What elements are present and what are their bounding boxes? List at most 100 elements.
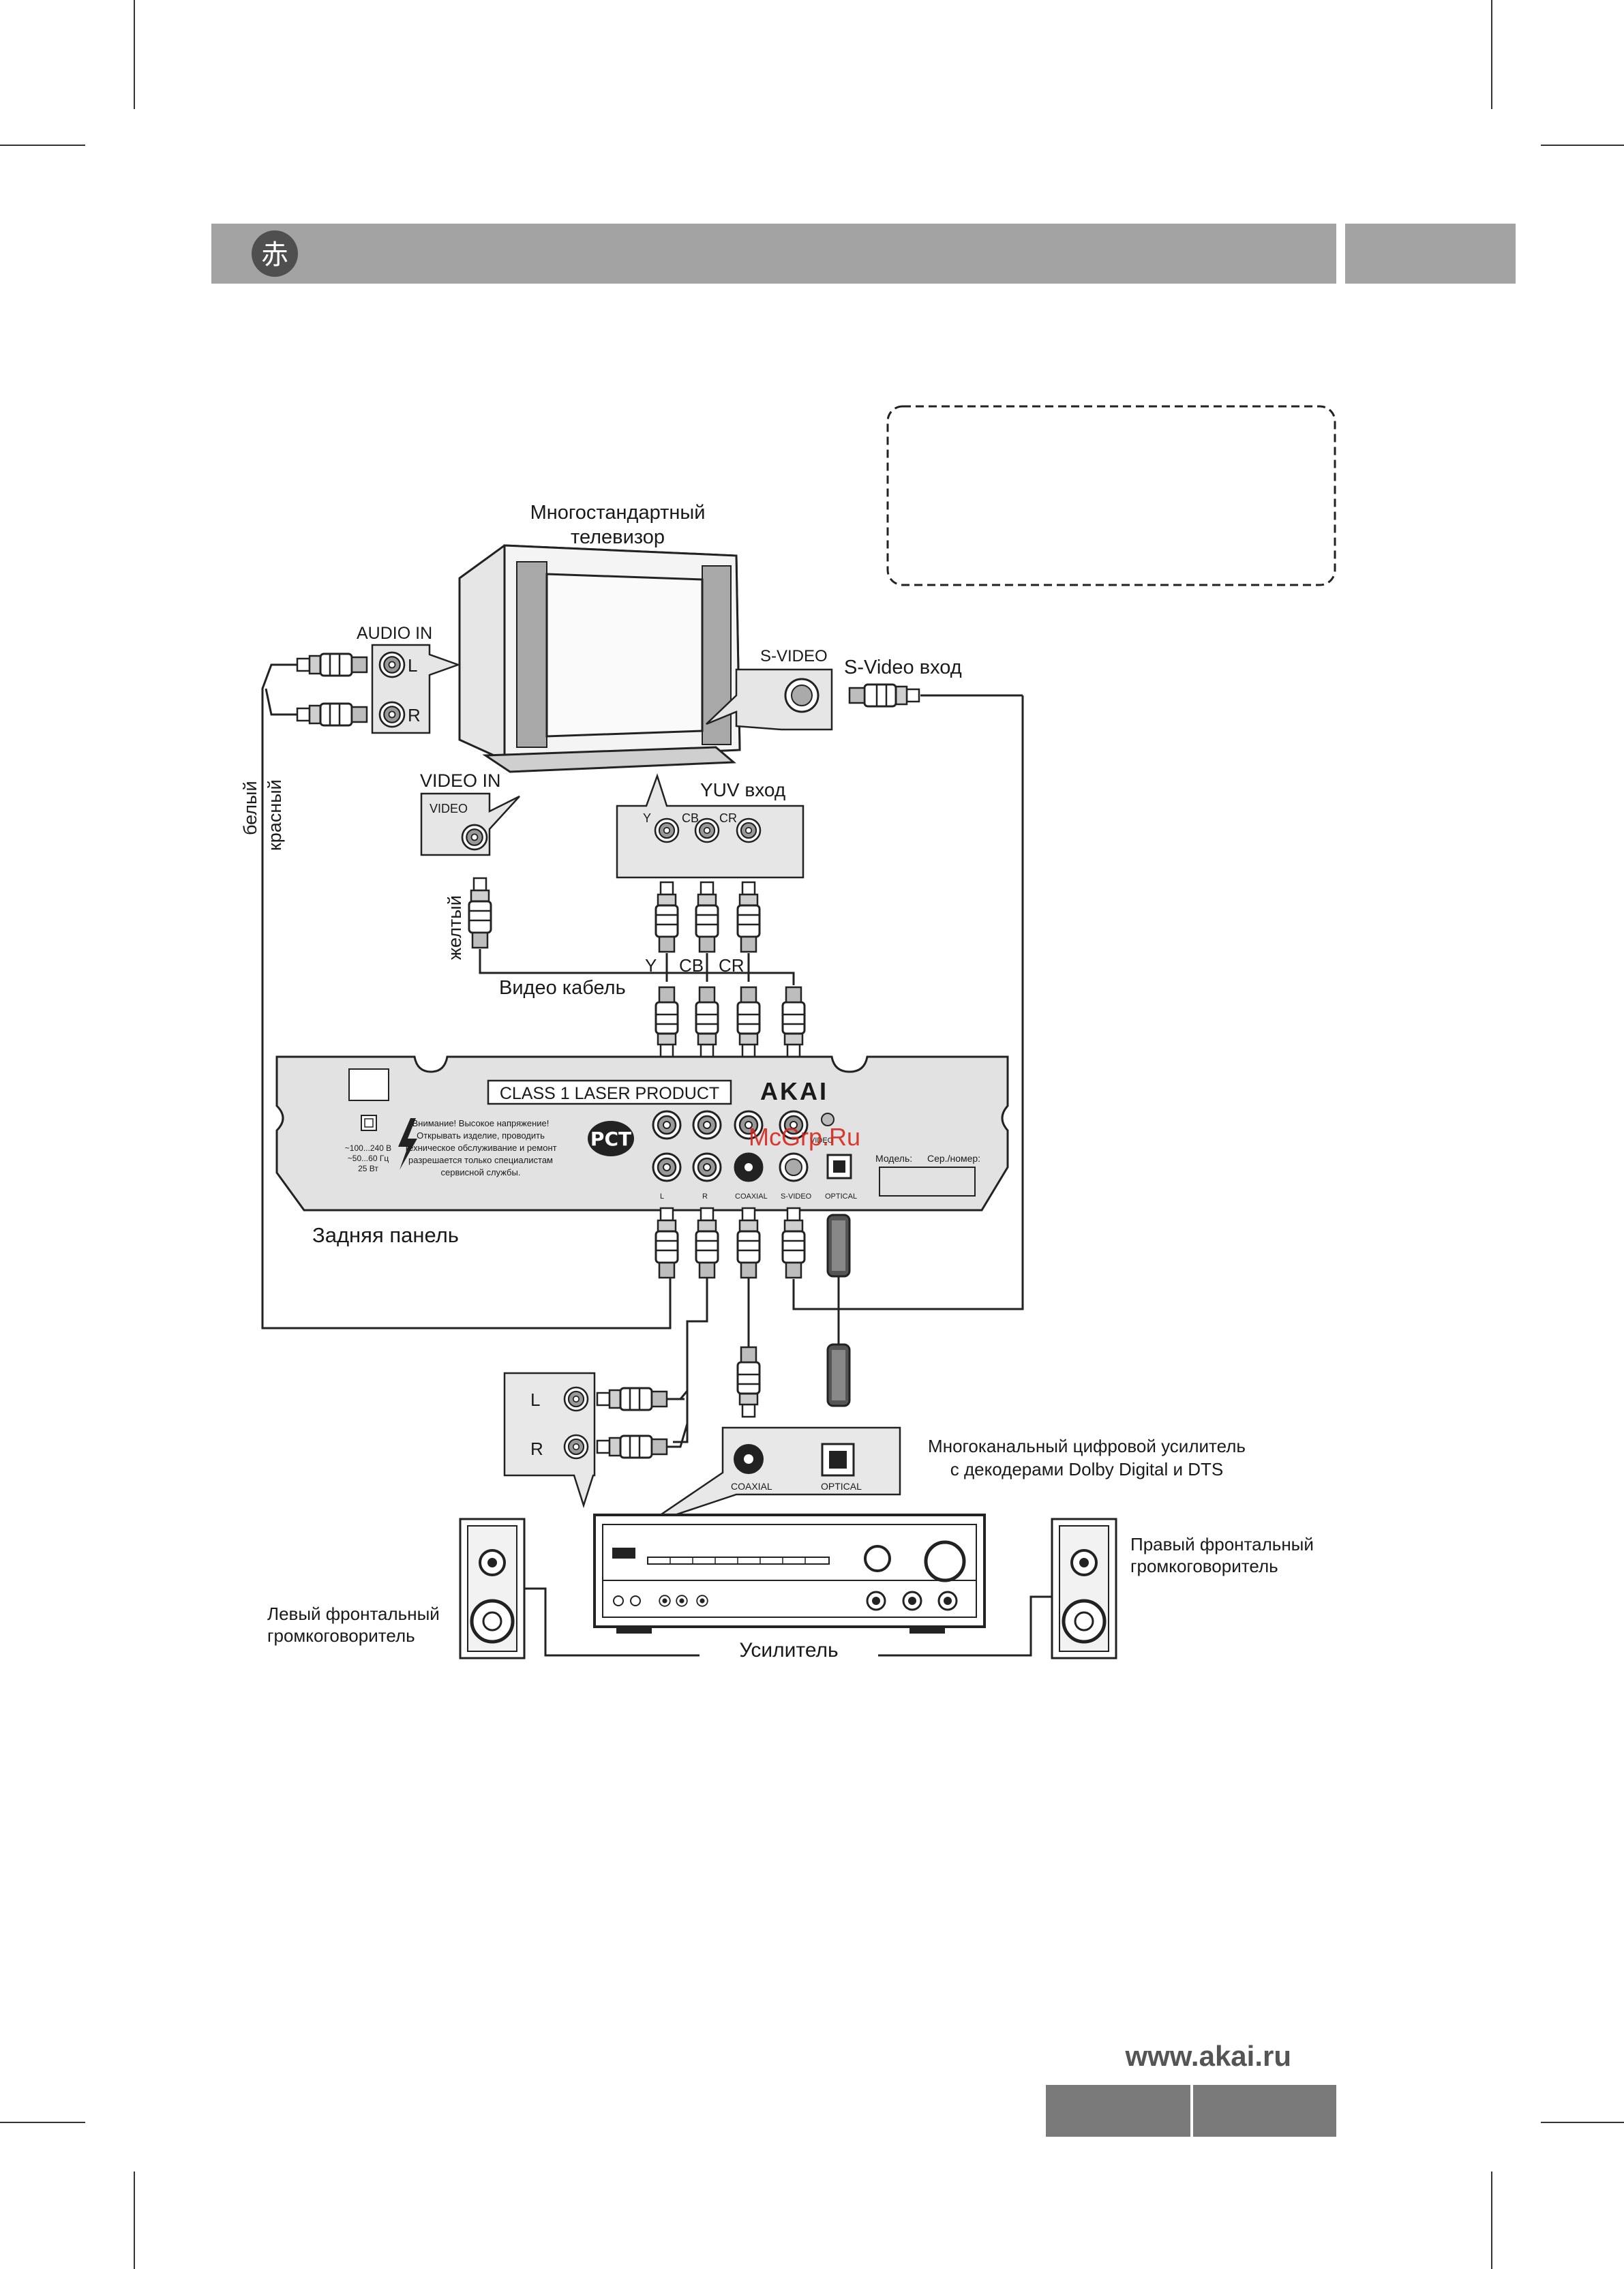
note-box xyxy=(886,405,1336,586)
amp-audio-in: L R xyxy=(503,1372,689,1509)
svg-text:~50...60 Гц: ~50...60 Гц xyxy=(348,1154,389,1163)
svg-text:OPTICAL: OPTICAL xyxy=(825,1192,857,1201)
rear-y-jack[interactable] xyxy=(652,1110,682,1140)
svg-text:Модель:: Модель: xyxy=(875,1153,912,1164)
yellow-cable-label: желтый xyxy=(445,895,465,960)
svg-text:техническое обслуживание и рем: техническое обслуживание и ремонт xyxy=(404,1143,556,1153)
svg-text:R: R xyxy=(702,1192,708,1201)
volume-knob[interactable] xyxy=(924,1540,966,1582)
audio-plug-red[interactable] xyxy=(296,702,368,727)
certification-mark: РСТ xyxy=(588,1121,634,1156)
footer-box-left xyxy=(1046,2085,1190,2137)
rear-coaxial-jack[interactable] xyxy=(734,1152,764,1182)
tv-svideo-in: S-VIDEO S-Video вход xyxy=(706,647,962,731)
brand-logo: AKAI xyxy=(760,1077,828,1105)
audio-r-label: R xyxy=(408,705,421,725)
tv-illustration: Многостандартный телевизор xyxy=(458,502,741,773)
yuv-cr-jack[interactable] xyxy=(736,817,762,843)
svg-text:CR: CR xyxy=(719,811,737,825)
rear-svideo-jack[interactable] xyxy=(779,1152,809,1182)
yuv-cb-jack[interactable] xyxy=(694,817,720,843)
amp-optical-port[interactable] xyxy=(821,1443,855,1477)
cables xyxy=(261,663,1024,1443)
amplifier-illustration xyxy=(593,1514,986,1634)
logo-circle xyxy=(252,230,298,277)
audio-in-l-jack[interactable] xyxy=(378,651,406,678)
laser-label: CLASS 1 LASER PRODUCT xyxy=(500,1084,719,1103)
tv-title-line2: телевизор xyxy=(571,526,665,548)
svg-text:VIDEO: VIDEO xyxy=(810,1137,834,1145)
left-speaker-line2: громкоговоритель xyxy=(267,1625,415,1646)
rear-optical-port[interactable] xyxy=(826,1154,852,1179)
left-speaker xyxy=(459,1518,526,1659)
audio-l-label: L xyxy=(408,655,417,676)
svg-text:COAXIAL: COAXIAL xyxy=(731,1481,772,1492)
amp-desc-line2: с декодерами Dolby Digital и DTS xyxy=(950,1459,1224,1479)
tv-video-in: VIDEO IN VIDEO xyxy=(420,770,520,949)
svg-text:РСТ: РСТ xyxy=(590,1128,631,1150)
amp-l-jack[interactable] xyxy=(563,1386,589,1412)
svg-text:Сер./номер:: Сер./номер: xyxy=(927,1153,980,1164)
website-link[interactable]: www.akai.ru xyxy=(1124,2040,1291,2072)
svg-text:Y: Y xyxy=(643,811,651,825)
dvd-rear-panel: CLASS 1 LASER PRODUCT AKAI ~100...240 В … xyxy=(275,1055,1009,1212)
amp-r-jack[interactable] xyxy=(563,1434,589,1460)
video-cable-label: Видео кабель xyxy=(499,977,626,999)
rear-cb-jack[interactable] xyxy=(692,1110,722,1140)
rear-panel-bottom-plugs xyxy=(655,1207,851,1418)
speaker-wires xyxy=(524,1587,1052,1657)
amp-digital-in: COAXIAL OPTICAL xyxy=(646,1426,901,1526)
logo-glyph: 赤 xyxy=(261,239,288,271)
audio-in-r-jack[interactable] xyxy=(378,701,406,728)
video-port-label: VIDEO xyxy=(430,802,468,815)
svg-text:R: R xyxy=(530,1439,543,1459)
yuv-y-jack[interactable] xyxy=(654,817,680,843)
svg-text:OPTICAL: OPTICAL xyxy=(821,1481,862,1492)
svg-text:COAXIAL: COAXIAL xyxy=(735,1192,768,1201)
right-speaker xyxy=(1051,1518,1117,1659)
right-speaker-line1: Правый фронтальный xyxy=(1130,1534,1314,1554)
input-selector-knob[interactable] xyxy=(864,1545,891,1572)
svg-text:Открывать изделие, проводить: Открывать изделие, проводить xyxy=(417,1130,545,1141)
svg-text:S-VIDEO: S-VIDEO xyxy=(781,1192,812,1201)
rear-panel-top-plugs xyxy=(655,986,806,1058)
amp-desc-line1: Многоканальный цифровой усилитель xyxy=(928,1436,1246,1456)
video-in-label: VIDEO IN xyxy=(420,770,501,791)
svg-text:сервисной службы.: сервисной службы. xyxy=(441,1167,521,1177)
tv-title-line1: Многостандартный xyxy=(530,502,706,524)
svideo-plug-tv[interactable] xyxy=(848,683,920,708)
svg-text:L: L xyxy=(660,1192,664,1201)
high-voltage-icon xyxy=(398,1118,417,1170)
watermark: McGrp.Ru xyxy=(749,1123,860,1151)
header-bar: 赤 xyxy=(211,224,1516,284)
white-cable-label: белый xyxy=(240,781,260,835)
svideo-input-label: S-Video вход xyxy=(844,657,962,678)
tv-audio-in: AUDIO IN L R xyxy=(296,624,461,734)
svg-text:разрешается только специалиста: разрешается только специалистам xyxy=(408,1155,553,1165)
amp-coaxial-jack[interactable] xyxy=(734,1444,764,1474)
video-plug-tv[interactable] xyxy=(468,877,492,949)
svg-text:~100...240 В: ~100...240 В xyxy=(345,1143,391,1153)
tv-yuv-in: YUV вход Y CB CR xyxy=(616,773,805,953)
audio-plug-white[interactable] xyxy=(296,652,368,677)
audio-in-label: AUDIO IN xyxy=(357,624,432,643)
svg-text:Y: Y xyxy=(645,955,657,976)
svg-text:CB: CB xyxy=(682,811,699,825)
amplifier-label: Усилитель xyxy=(739,1639,838,1662)
rear-audio-l-jack[interactable] xyxy=(652,1152,682,1182)
right-speaker-line2: громкоговоритель xyxy=(1130,1556,1278,1576)
svg-text:25 Вт: 25 Вт xyxy=(358,1164,378,1173)
svg-text:L: L xyxy=(530,1389,540,1410)
svg-text:Внимание! Высокое напряжение!: Внимание! Высокое напряжение! xyxy=(412,1118,550,1128)
laser-label-box xyxy=(487,1079,732,1105)
yuv-input-label: YUV вход xyxy=(700,779,785,800)
left-speaker-line1: Левый фронтальный xyxy=(267,1604,440,1624)
rear-panel-label: Задняя панель xyxy=(312,1223,459,1247)
rear-audio-r-jack[interactable] xyxy=(692,1152,722,1182)
video-in-jack[interactable] xyxy=(461,824,488,851)
svideo-port-label: S-VIDEO xyxy=(760,647,828,665)
red-cable-label: красный xyxy=(265,779,285,851)
footer-box-right xyxy=(1193,2085,1336,2137)
